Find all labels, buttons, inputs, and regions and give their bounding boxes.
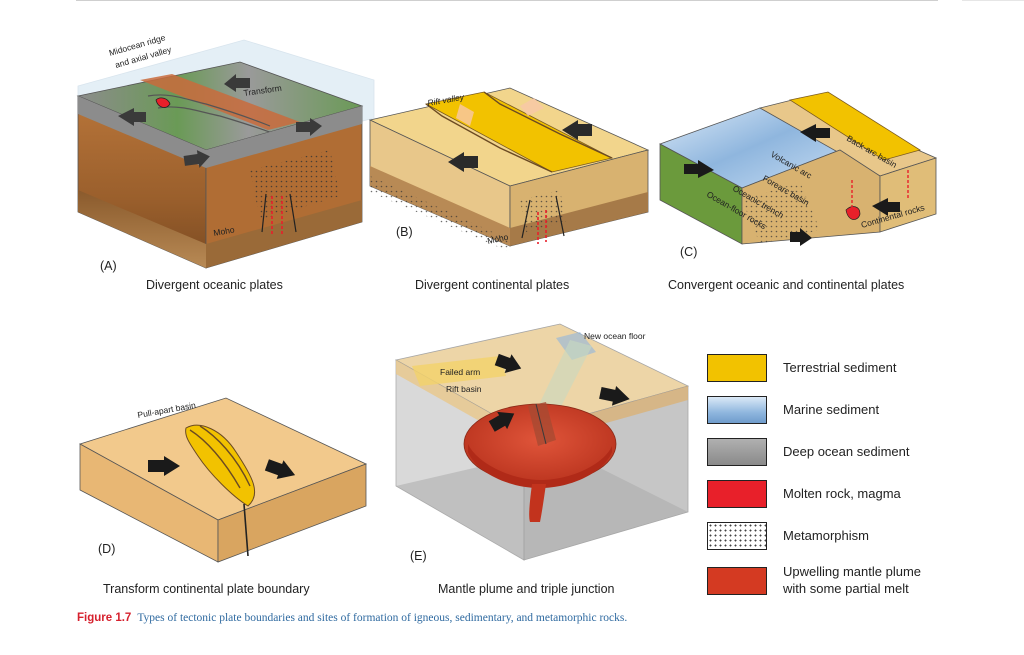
top-rule-right [962, 0, 1024, 1]
panel-b-letter: (B) [396, 225, 413, 239]
legend-item-metamorphism: Metamorphism [707, 522, 1007, 552]
legend-label: Metamorphism [783, 528, 869, 543]
legend-label: Terrestrial sediment [783, 360, 897, 375]
panel-b-caption: Divergent continental plates [415, 278, 569, 292]
panel-e-mantle-plume: New ocean floor Failed arm Rift basin (E… [394, 323, 690, 596]
figure-caption: Figure 1.7 Types of tectonic plate bounda… [77, 612, 627, 624]
panel-e-caption: Mantle plume and triple junction [438, 582, 615, 596]
legend-label-2: with some partial melt [783, 581, 909, 596]
figure-caption-text: Types of tectonic plate boundaries and s… [137, 612, 628, 624]
panel-e-letter: (E) [410, 549, 427, 563]
legend-item-deep-ocean: Deep ocean sediment [707, 438, 1007, 468]
legend-swatch-magma [707, 480, 767, 508]
legend-item-magma: Molten rock, magma [707, 480, 1007, 510]
legend-item-terrestrial: Terrestrial sediment [707, 354, 1007, 384]
legend-label-1: Upwelling mantle plume [783, 564, 922, 579]
panel-d-caption: Transform continental plate boundary [103, 582, 310, 596]
top-rule [76, 0, 938, 1]
legend-swatch-plume [707, 567, 767, 595]
legend-swatch-marine [707, 396, 767, 424]
label-moho-b: Moho [486, 232, 509, 246]
legend-label: Deep ocean sediment [783, 444, 910, 459]
panel-a-caption: Divergent oceanic plates [146, 278, 283, 292]
legend-swatch-metamorphism [707, 522, 767, 550]
panel-c-caption: Convergent oceanic and continental plate… [668, 278, 904, 292]
label-new-ocean-floor: New ocean floor [584, 331, 646, 341]
panel-d-transform: Pull-apart basin (D) Transform continent… [78, 397, 368, 596]
figure-number: Figure 1.7 [77, 612, 132, 624]
panel-c-letter: (C) [680, 245, 697, 259]
legend-label: Marine sediment [783, 402, 880, 417]
panel-a-divergent-oceanic: Midocean ridge and axial valley Transfor… [76, 32, 375, 292]
legend-item-marine: Marine sediment [707, 396, 1007, 426]
label-moho-a: Moho [213, 224, 236, 238]
panel-c-convergent: Volcanic arc Back-arc basin Forearc basi… [659, 91, 938, 292]
label-rift-basin: Rift basin [446, 384, 482, 394]
panel-b-divergent-continental: Rift valley Moho (B) Divergent continent… [368, 87, 650, 292]
legend-label: Molten rock, magma [783, 486, 901, 501]
panel-d-letter: (D) [98, 542, 115, 556]
legend-swatch-terrestrial [707, 354, 767, 382]
legend-item-plume: Upwelling mantle plume with some partial… [707, 564, 1007, 604]
panel-a-letter: (A) [100, 259, 117, 273]
legend-swatch-deep-ocean [707, 438, 767, 466]
label-failed-arm: Failed arm [440, 367, 480, 377]
